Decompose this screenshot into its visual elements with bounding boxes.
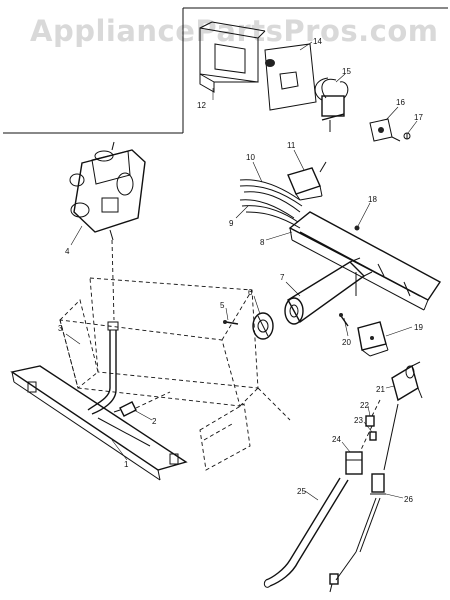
part-23-ferrule xyxy=(369,431,377,441)
pilot-dash-line xyxy=(371,399,381,417)
part-3-dashed-frame xyxy=(59,277,291,471)
callout-6: 6 xyxy=(248,288,253,297)
callout-11: 11 xyxy=(287,141,296,150)
callout-12: 12 xyxy=(197,101,206,110)
part-9-wires xyxy=(239,199,301,229)
callout-26: 26 xyxy=(404,495,413,504)
watermark-logo-text: AppliancePartsPros.com xyxy=(30,14,439,48)
part-26-thermocouple xyxy=(329,403,399,593)
callout-7: 7 xyxy=(280,273,285,282)
callout-24: 24 xyxy=(332,435,341,444)
callout-1: 1 xyxy=(124,460,129,469)
callout-25: 25 xyxy=(297,487,306,496)
part-20-screw xyxy=(339,313,349,327)
part-7-burner-tube xyxy=(284,257,373,325)
part-25-pilot-tube xyxy=(263,477,349,588)
part-19-bracket xyxy=(357,321,389,357)
callout-2: 2 xyxy=(152,417,157,426)
callout-22: 22 xyxy=(360,401,369,410)
part-10-wires xyxy=(239,179,303,213)
part-1-manifold-frame xyxy=(10,321,188,481)
callout-17: 17 xyxy=(414,113,423,122)
part-17-screw xyxy=(403,132,411,140)
separator-lines xyxy=(3,7,448,134)
part-22-nut xyxy=(365,415,375,427)
callout-21: 21 xyxy=(376,385,385,394)
callout-8: 8 xyxy=(260,238,265,247)
leader-lines xyxy=(65,41,418,501)
part-24-fitting xyxy=(345,451,363,475)
part-8-burner-channel xyxy=(288,211,442,311)
fitting-dash-line xyxy=(359,425,373,453)
callout-4: 4 xyxy=(65,247,70,256)
callout-9: 9 xyxy=(229,219,234,228)
part-21-pilot xyxy=(391,361,423,402)
part-4-gas-valve xyxy=(69,141,146,321)
part-6-shutter xyxy=(252,312,274,340)
part-14-plate xyxy=(264,43,317,111)
part-15-switch xyxy=(314,77,349,132)
callout-18: 18 xyxy=(368,195,377,204)
part-12-bracket xyxy=(199,21,266,93)
callout-10: 10 xyxy=(246,153,255,162)
callout-16: 16 xyxy=(396,98,405,107)
callout-23: 23 xyxy=(354,416,363,425)
part-16-block xyxy=(369,118,401,142)
callout-3: 3 xyxy=(58,324,63,333)
callout-14: 14 xyxy=(313,37,322,46)
callout-19: 19 xyxy=(414,323,423,332)
callout-5: 5 xyxy=(220,301,225,310)
callout-15: 15 xyxy=(342,67,351,76)
callout-labels: 1 2 3 4 5 6 7 8 9 10 11 12 14 15 16 17 1… xyxy=(58,37,423,504)
callout-20: 20 xyxy=(342,338,351,347)
part-5-screw xyxy=(223,320,239,325)
part-2-orifice xyxy=(113,391,171,417)
part-11-box xyxy=(287,161,327,201)
